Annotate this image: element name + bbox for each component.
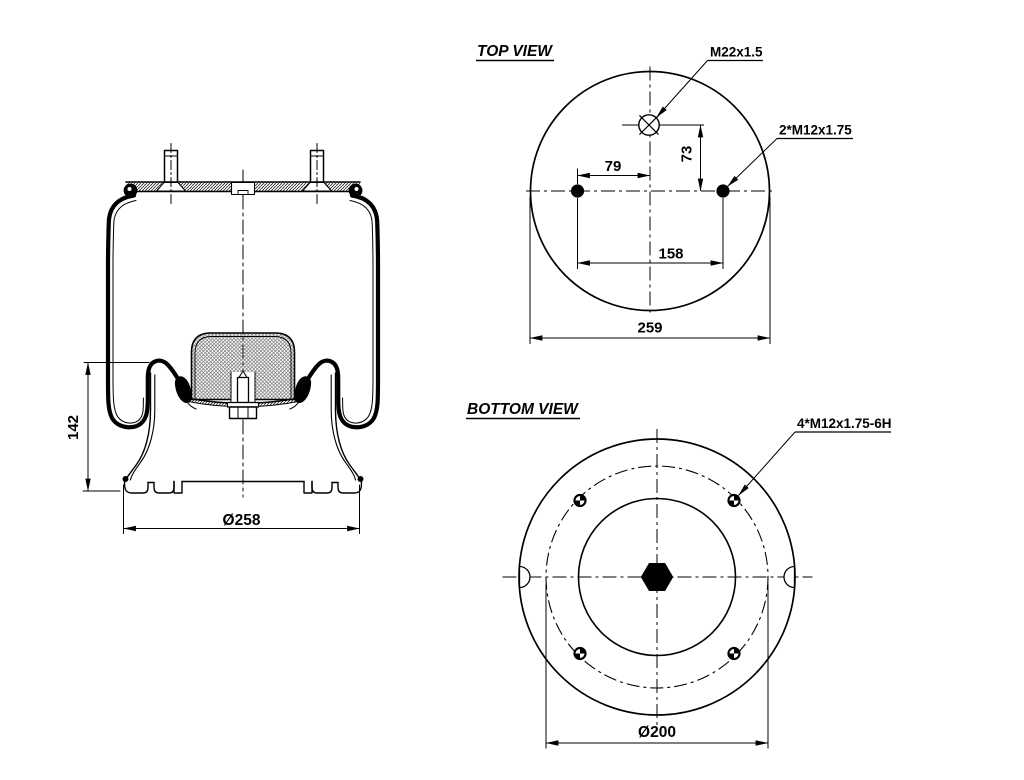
- center-boss-notch: [237, 190, 249, 195]
- piston-wall-right-inner: [330, 374, 357, 481]
- bellows-liner-right: [342, 200, 374, 424]
- fitting-label: M22x1.5: [656, 45, 763, 118]
- dim-142-text: 142: [65, 415, 82, 440]
- dim-73: 73: [679, 124, 704, 192]
- stud-dot-right: [716, 184, 730, 198]
- bellows-outer-left: [105, 193, 182, 430]
- bowl-floor-band: [188, 398, 298, 407]
- center-bolt: [226, 370, 260, 420]
- dim-158-text: 158: [658, 246, 683, 263]
- skirt-corner-right: [357, 476, 364, 482]
- skirt-corner-left: [122, 476, 129, 482]
- center-boss: [230, 181, 256, 196]
- bottom-view: BOTTOM VIEW: [466, 401, 892, 749]
- base-feet: [123, 477, 363, 494]
- inner-circle: [577, 497, 737, 657]
- notch-right: [783, 565, 796, 589]
- center-hex: [640, 563, 674, 591]
- bottom-view-title: BOTTOM VIEW: [467, 401, 579, 418]
- top-view-outline: [529, 70, 771, 312]
- dim-73-text: 73: [679, 146, 696, 163]
- fitting-label-text: M22x1.5: [710, 45, 763, 60]
- bolt-recess-walls: [230, 371, 256, 403]
- side-view: 142 Ø258: [65, 143, 381, 534]
- bead-left-hole: [127, 187, 132, 191]
- dim-259: 259: [529, 196, 771, 344]
- bead-right-hole: [354, 187, 359, 191]
- piston-wall-left-inner: [129, 374, 156, 481]
- bolt-holes: [573, 493, 741, 661]
- stud-left: [163, 143, 179, 207]
- dim-258: Ø258: [123, 484, 360, 534]
- stud-right: [309, 143, 325, 207]
- bumper: [190, 332, 296, 401]
- bellows-outer-right: [304, 193, 381, 430]
- studs-label-text: 2*M12x1.75: [779, 123, 852, 138]
- notch-left: [518, 565, 531, 589]
- dim-79: 79: [577, 158, 651, 184]
- bolt-holes-label-text: 4*M12x1.75-6H: [797, 416, 892, 431]
- dim-79-text: 79: [605, 158, 622, 175]
- rubber-fold-right: [294, 376, 312, 404]
- dim-200-text: Ø200: [638, 724, 676, 741]
- rubber-fold-left: [174, 376, 192, 404]
- air-fitting: [638, 114, 660, 136]
- bolt-holes-label: 4*M12x1.75-6H: [738, 416, 892, 496]
- top-view: TOP VIEW 79 73 158: [476, 43, 853, 344]
- bolt-circle: [545, 465, 769, 689]
- dim-259-text: 259: [637, 320, 662, 337]
- bellows-liner-left: [112, 200, 144, 424]
- dim-258-text: Ø258: [223, 512, 261, 529]
- piston-wall-right-outer: [334, 372, 362, 481]
- dim-142: 142: [65, 362, 150, 492]
- dim-200: Ø200: [545, 584, 769, 749]
- top-view-title: TOP VIEW: [477, 43, 553, 60]
- piston-wall-left-outer: [124, 372, 152, 481]
- dim-158: 158: [577, 198, 724, 269]
- bumper-inner-line: [194, 336, 292, 400]
- stud-dot-left: [570, 184, 585, 198]
- studs-label: 2*M12x1.75: [727, 123, 853, 187]
